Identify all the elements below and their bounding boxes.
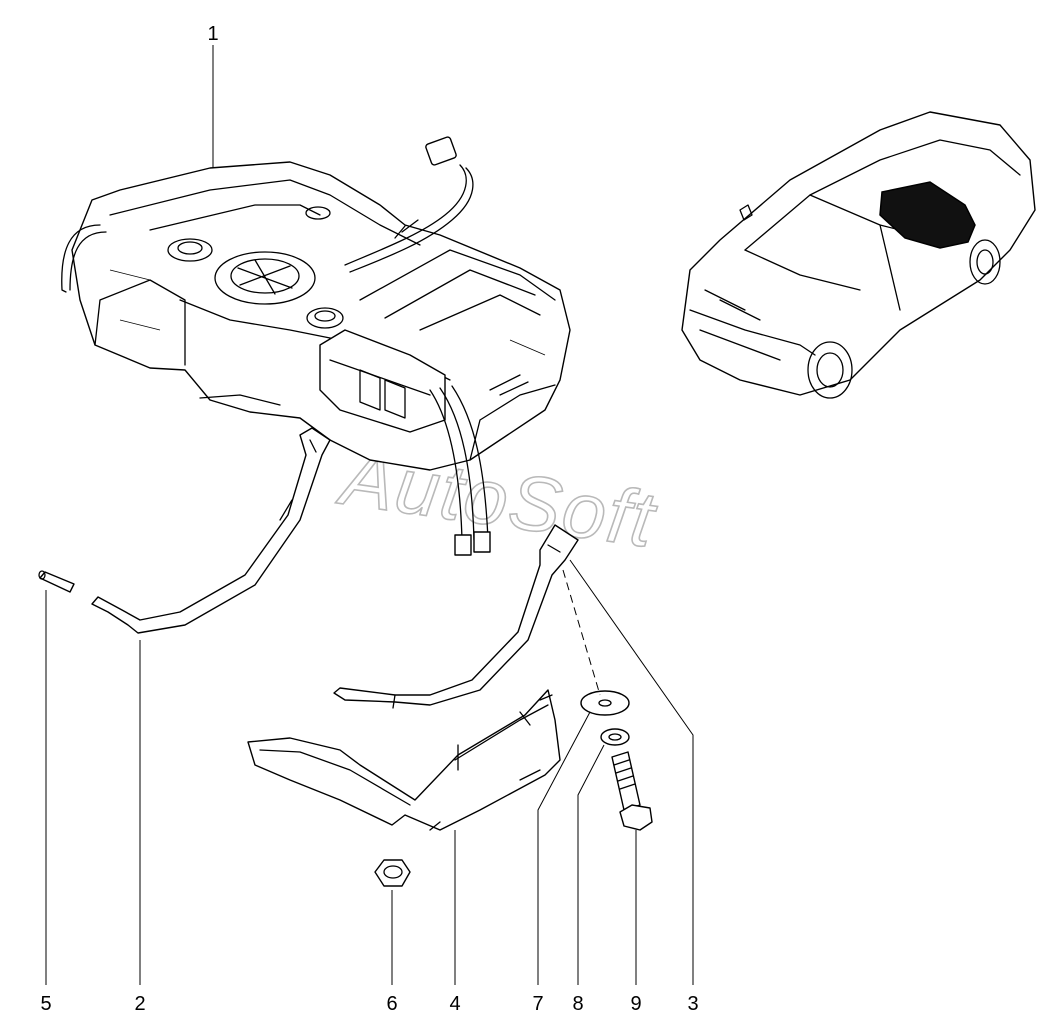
callout-2: 2: [134, 993, 145, 1015]
callout-9: 9: [630, 993, 641, 1015]
washer-small-part: [600, 728, 630, 746]
callout-6: 6: [386, 993, 397, 1015]
tank-location-highlight: [879, 181, 976, 249]
bolt-part: [611, 751, 653, 831]
nut-part: [374, 859, 411, 887]
tank-strap-right: [333, 524, 579, 709]
callout-3: 3: [687, 993, 698, 1015]
leader-lines: [45, 45, 694, 985]
pin-part: [38, 570, 75, 593]
tank-strap-left: [91, 427, 331, 634]
callout-4: 4: [449, 993, 460, 1015]
washer-large-part: [580, 690, 630, 716]
tank-shield: [247, 689, 561, 831]
callout-7: 7: [532, 993, 543, 1015]
callout-1: 1: [207, 23, 218, 45]
callout-labels: 1 5 2 6 4 7 8 9 3: [40, 23, 698, 1015]
car-location-thumbnail: [681, 111, 1036, 399]
fuel-tank: [61, 136, 571, 556]
callout-8: 8: [572, 993, 583, 1015]
callout-5: 5: [40, 993, 51, 1015]
